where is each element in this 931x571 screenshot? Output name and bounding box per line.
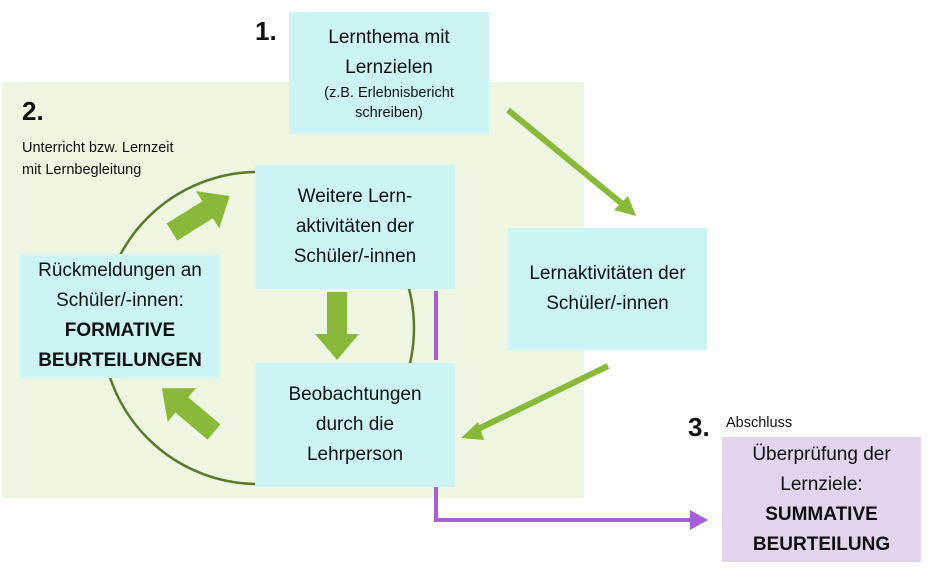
feedback-box: Rückmeldungen an Schüler/-innen: FORMATI… [20,254,220,378]
box-line-bold: BEURTEILUNGEN [38,350,202,371]
topic-line1: Lernthema mit [328,27,450,48]
arrow-activities-to-observations [315,292,359,360]
learning-topic-box: Lernthema mit Lernzielen (z.B. Erlebnisb… [289,12,489,134]
caption-line2: mit Lernbegleitung [22,162,142,178]
box-line: Überprüfung der [752,443,891,465]
box-line: Beobachtungen [288,384,422,405]
arrow-topic-to-activities [614,196,636,216]
box-line: durch die [315,414,395,435]
box-line: Rückmeldungen an [38,260,202,281]
box-line: Lehrperson [306,444,404,465]
caption-line1: Unterricht bzw. Lernzeit [22,140,174,156]
box-line: Schüler/-innen [546,293,669,314]
box-line-bold: FORMATIVE [64,320,176,341]
further-activities-box: Weitere Lern- aktivitäten der Schüler/-i… [255,165,455,289]
step3-caption: Abschluss [726,415,793,431]
box-line: Schüler/-innen [293,246,417,267]
arrow-observations-to-feedback [161,388,221,440]
box-line: Lernaktivitäten der [529,263,686,284]
box-line: Lernziele: [780,473,863,495]
box-line: Weitere Lern- [297,186,413,207]
arrow-feedback-to-activities [166,191,230,241]
box-line-bold: BEURTEILUNG [752,533,891,555]
step3-number: 3. [688,412,710,442]
observations-box: Beobachtungen durch die Lehrperson [255,363,455,487]
box-line: Schüler/-innen: [56,290,184,311]
step2-caption: Unterricht bzw. Lernzeit mit Lernbegleit… [22,137,174,181]
topic-line2: Lernzielen [345,57,433,78]
example-line1: (z.B. Erlebnisbericht [324,85,454,101]
arrow-to-summative [690,510,708,530]
box-line: aktivitäten der [295,216,415,237]
arrow-activities-to-observations-outer [461,422,484,440]
step2-number: 2. [22,96,44,126]
summative-assessment-box: Überprüfung der Lernziele: SUMMATIVE BEU… [722,437,921,562]
learning-activities-box: Lernaktivitäten der Schüler/-innen [508,228,707,350]
box-line-bold: SUMMATIVE [765,503,878,525]
example-line2: schreiben) [355,105,423,121]
step1-number: 1. [255,16,277,46]
